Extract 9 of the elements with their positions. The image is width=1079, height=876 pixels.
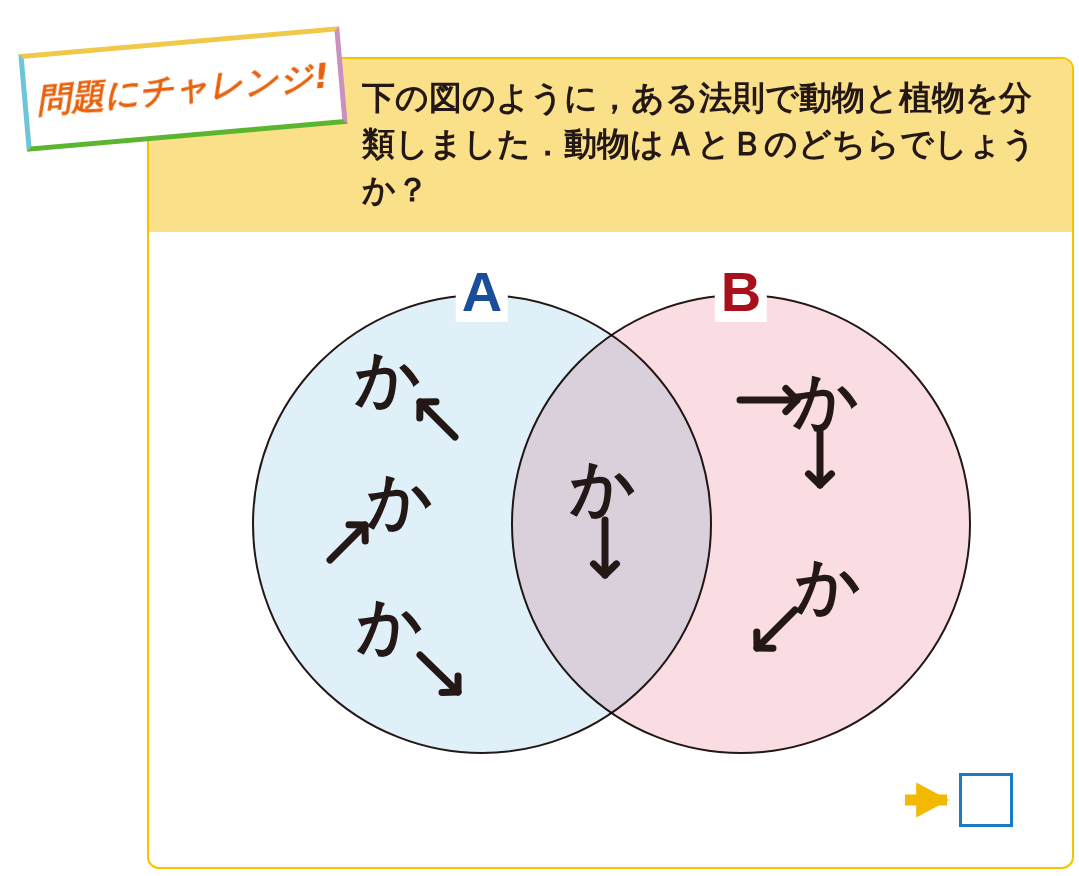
kana-character: か <box>793 362 859 438</box>
kana-character: か <box>357 587 423 663</box>
arrow <box>905 782 950 818</box>
kana-character: か <box>367 462 433 538</box>
kana-character: か <box>355 340 421 416</box>
kana-character: か <box>570 449 636 525</box>
kana-character: か <box>795 547 861 623</box>
answer-box <box>959 773 1013 827</box>
question-text: 下の図のように，ある法則で動物と植物を分類しました．動物はＡとＢのどちらでしょうか？ <box>362 77 1037 211</box>
